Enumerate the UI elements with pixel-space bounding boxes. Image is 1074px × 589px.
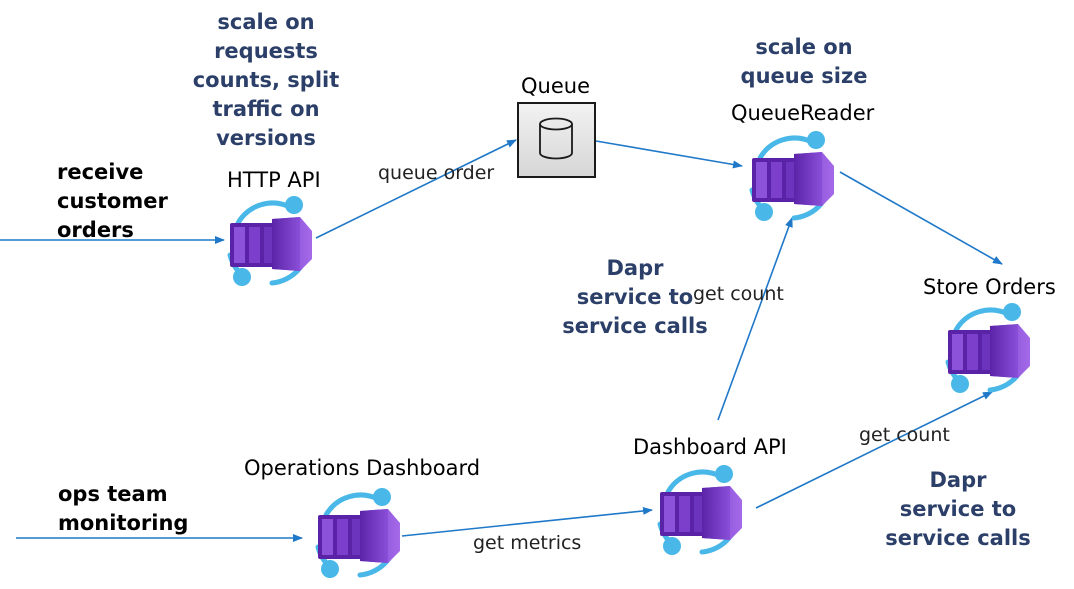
arrow-queue-reader-to-store-orders: [839, 171, 1003, 265]
store-orders-container-app-icon: [930, 300, 1040, 400]
note-line: service calls: [885, 526, 1031, 550]
note-line: ops team: [58, 482, 168, 506]
note-line: Dapr: [606, 256, 664, 280]
note-line: Dapr: [929, 468, 987, 492]
arrow-http-api-to-queue: [315, 139, 517, 239]
note-line: traffic on: [212, 97, 320, 121]
arrow-queue-to-queue-reader: [595, 140, 743, 169]
arrow-dashboard-api-to-queue-reader: [717, 217, 793, 421]
note-line: scale on: [755, 35, 853, 59]
dashboard-api-label: Dashboard API: [633, 435, 787, 459]
input-customer-orders: receive customer orders: [57, 158, 168, 245]
note-line: requests: [214, 39, 318, 63]
note-line: customer: [57, 189, 168, 213]
note-line: orders: [57, 218, 134, 242]
edge-label-queue-order: queue order: [378, 162, 495, 184]
input-ops-monitoring: ops team monitoring: [58, 480, 188, 538]
edge-label-get-count-reader: get count: [693, 283, 784, 305]
http-api-container-app-icon: [212, 193, 322, 293]
dashboard-api-container-app-icon: [642, 462, 752, 562]
edge-label-get-count-store: get count: [859, 424, 950, 446]
store-orders-label: Store Orders: [923, 275, 1056, 299]
queue-label: Queue: [521, 74, 590, 98]
edge-label-get-metrics: get metrics: [473, 532, 582, 554]
arrow-ops-dashboard-to-dashboard-api: [401, 506, 653, 537]
note-dapr-left: Dapr service to service calls: [560, 254, 710, 341]
note-line: receive: [57, 160, 144, 184]
note-line: service calls: [562, 314, 708, 338]
note-line: scale on: [217, 10, 315, 34]
http-api-label: HTTP API: [227, 168, 321, 192]
note-queue-reader-scaling: scale on queue size: [734, 33, 874, 91]
note-http-api-scaling: scale on requests counts, split traffic …: [186, 8, 346, 153]
queue-reader-container-app-icon: [734, 128, 844, 228]
note-line: service to: [899, 497, 1017, 521]
queue-reader-label: QueueReader: [731, 101, 875, 125]
note-line: versions: [216, 126, 316, 150]
note-line: counts, split: [192, 68, 340, 92]
arrow-dashboard-api-to-store-orders: [755, 391, 993, 509]
note-line: monitoring: [58, 511, 189, 535]
operations-dashboard-label: Operations Dashboard: [244, 456, 481, 480]
operations-dashboard-container-app-icon: [300, 485, 410, 585]
note-line: service to: [576, 285, 694, 309]
note-line: queue size: [740, 64, 868, 88]
note-dapr-right: Dapr service to service calls: [880, 466, 1036, 553]
